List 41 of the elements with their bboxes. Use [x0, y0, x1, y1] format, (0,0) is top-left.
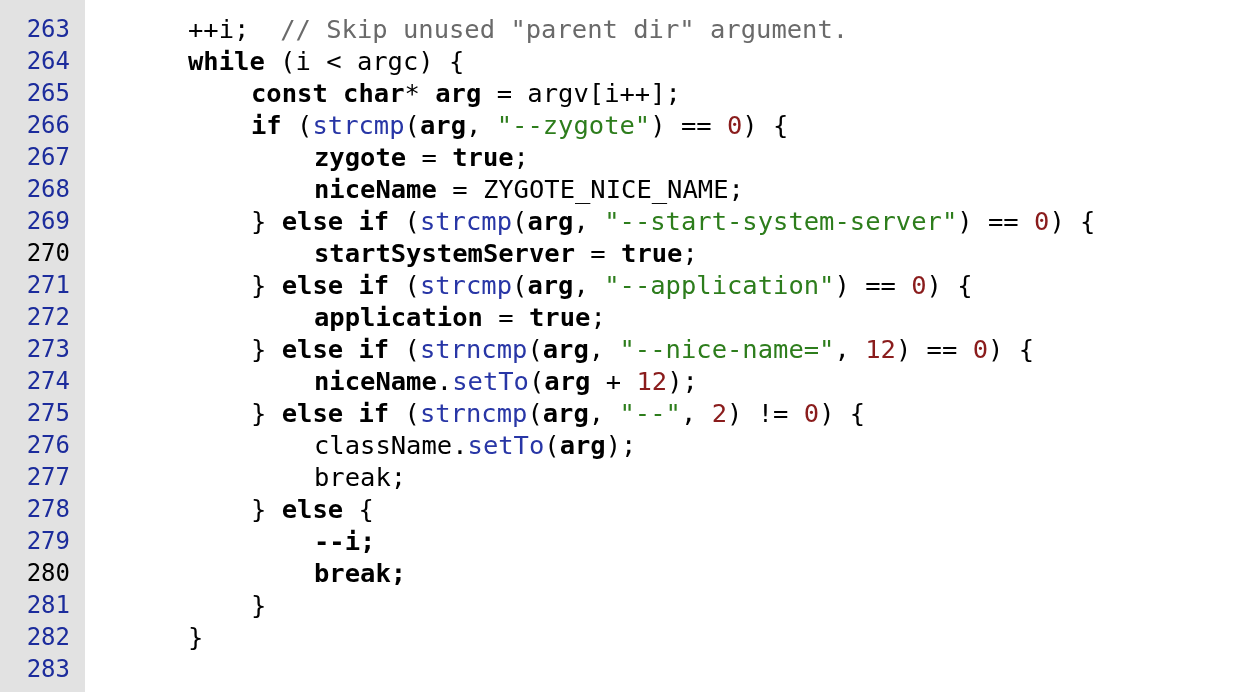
line-number: 265 — [25, 78, 70, 108]
line-number: 269 — [25, 206, 70, 236]
code-line: className.setTo(arg); — [314, 430, 637, 460]
line-number: 274 — [25, 366, 70, 396]
code-line: } else if (strcmp(arg, "--application") == 0) { — [251, 270, 973, 300]
code-line: niceName = ZYGOTE_NICE_NAME; — [314, 174, 744, 204]
code-line: } — [188, 622, 204, 652]
code-line: } else if (strncmp(arg, "--nice-name=", 12) == 0) { — [251, 334, 1035, 364]
code-line: break; — [314, 462, 407, 492]
code-line: while (i < argc) { — [188, 46, 465, 76]
code-line: } else { — [251, 494, 374, 524]
line-number: 268 — [25, 174, 70, 204]
line-number: 273 — [25, 334, 70, 364]
line-number: 263 — [25, 14, 70, 44]
line-number: 264 — [25, 46, 70, 76]
code-line: break; — [314, 558, 407, 588]
code-line: niceName.setTo(arg + 12); — [314, 366, 698, 396]
code-line: zygote = true; — [314, 142, 529, 172]
line-number: 280 — [25, 558, 70, 588]
line-number: 277 — [25, 462, 70, 492]
line-number: 276 — [25, 430, 70, 460]
line-number: 267 — [25, 142, 70, 172]
line-number: 281 — [25, 590, 70, 620]
code-line: --i; — [314, 526, 376, 556]
line-number: 278 — [25, 494, 70, 524]
code-line: } else if (strncmp(arg, "--", 2) != 0) { — [251, 398, 866, 428]
code-line: application = true; — [314, 302, 606, 332]
code-line: startSystemServer = true; — [314, 238, 698, 268]
line-number: 270 — [25, 238, 70, 268]
line-number: 271 — [25, 270, 70, 300]
line-number: 266 — [25, 110, 70, 140]
line-number: 282 — [25, 622, 70, 652]
code-line: } — [251, 590, 267, 620]
line-number: 272 — [25, 302, 70, 332]
code-line: const char* arg = argv[i++]; — [251, 78, 681, 108]
line-number: 279 — [25, 526, 70, 556]
code-line: if (strcmp(arg, "--zygote") == 0) { — [251, 110, 789, 140]
code-line: } else if (strcmp(arg, "--start-system-server") == 0) { — [251, 206, 1096, 236]
line-number: 283 — [25, 654, 70, 684]
code-line: ++i; // Skip unused "parent dir" argument. — [188, 14, 849, 44]
line-number: 275 — [25, 398, 70, 428]
